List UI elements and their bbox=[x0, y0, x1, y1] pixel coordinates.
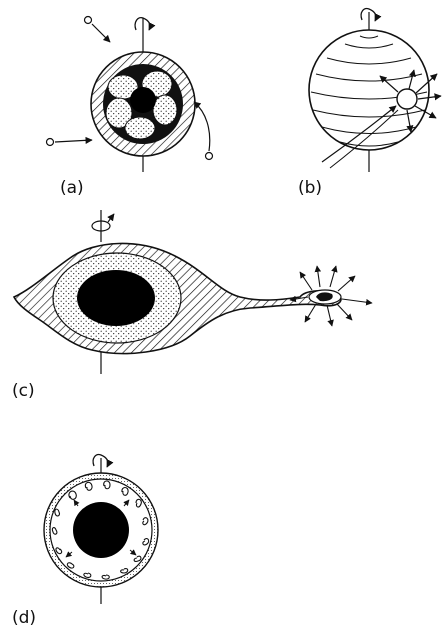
particle bbox=[85, 17, 92, 24]
rotation-arrow-tip bbox=[108, 214, 114, 222]
infall-arrow bbox=[194, 102, 210, 151]
panel-label-c: (c) bbox=[12, 381, 35, 401]
dense-core bbox=[77, 270, 155, 326]
infall-arrow bbox=[55, 140, 92, 142]
particle bbox=[47, 139, 54, 146]
panel-d: (d) bbox=[12, 455, 158, 628]
panel-c: (c) bbox=[12, 210, 372, 401]
panel-label-d: (d) bbox=[12, 608, 36, 628]
infall-arrow bbox=[92, 24, 110, 42]
dense-core bbox=[130, 87, 156, 113]
panel-label-a: (a) bbox=[60, 178, 84, 198]
dense-core bbox=[73, 502, 129, 558]
panel-b: (b) bbox=[298, 9, 441, 198]
panel-a: (a) bbox=[47, 17, 213, 199]
impact-body bbox=[397, 89, 417, 109]
panel-label-b: (b) bbox=[298, 178, 322, 198]
particle bbox=[206, 153, 213, 160]
